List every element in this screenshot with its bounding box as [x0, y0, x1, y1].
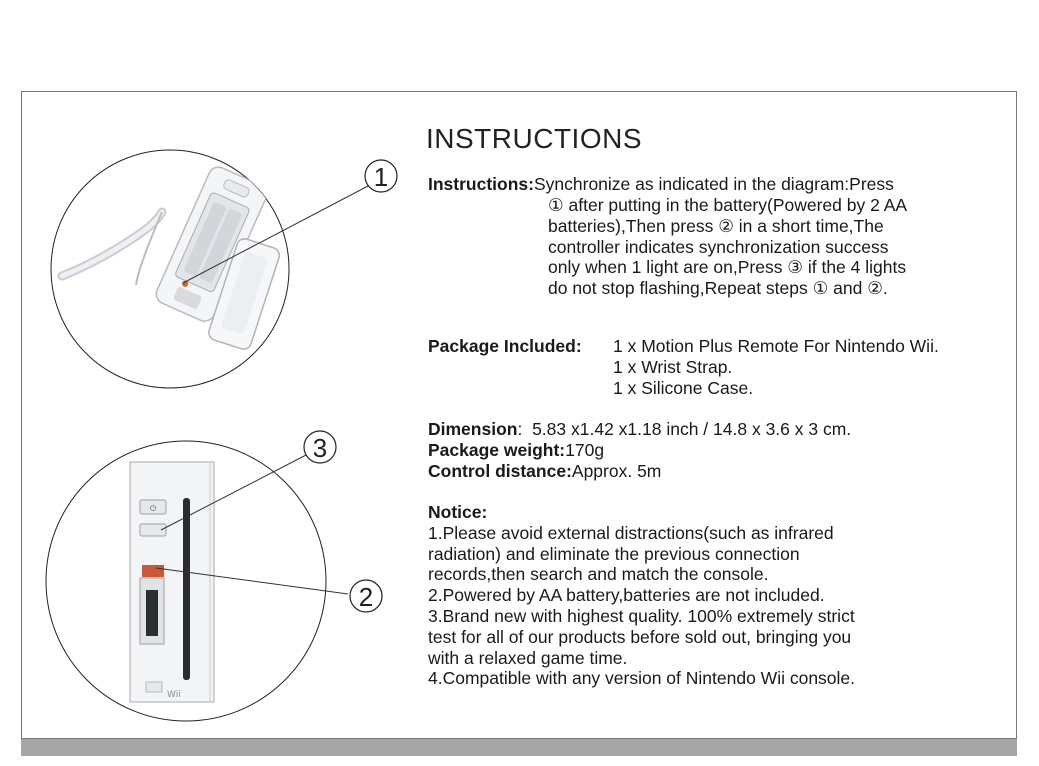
notice-label: Notice: — [428, 502, 488, 522]
notice-line: test for all of our products before sold… — [428, 626, 852, 647]
leader-line-1 — [182, 185, 369, 284]
instructions-first-line: Synchronize as indicated in the diagram:… — [533, 174, 894, 194]
callout-1-label: 1 — [374, 162, 388, 192]
instructions-line: do not stop flashing,Repeat steps ① and … — [548, 278, 888, 299]
dimension-value: 5.83 x1.42 x1.18 inch / 14.8 x 3.6 x 3 c… — [532, 419, 852, 439]
callout-3-label: 3 — [313, 433, 327, 463]
page-title: INSTRUCTIONS — [426, 123, 642, 154]
weight-value: 170g — [565, 439, 605, 460]
leader-line-2 — [155, 567, 349, 595]
remote-battery-illustration — [50, 149, 290, 389]
package-section: Package Included: — [428, 336, 582, 357]
callout-1: 1 — [364, 159, 398, 193]
package-label: Package Included: — [428, 336, 582, 356]
instructions-line: ① after putting in the battery(Powered b… — [548, 195, 908, 215]
distance-row: Control distance:Approx. 5m — [428, 461, 851, 482]
svg-text:⏻: ⏻ — [150, 504, 157, 513]
instructions-section: Instructions:Synchronize as indicated in… — [428, 174, 894, 195]
package-item: 1 x Motion Plus Remote For Nintendo Wii. — [613, 336, 939, 356]
instructions-continued: ① after putting in the battery(Powered b… — [548, 195, 907, 299]
notice-line: 2.Powered by AA battery,batteries are no… — [428, 585, 825, 606]
notice-line: 1.Please avoid external distractions(suc… — [428, 522, 834, 543]
wii-console-illustration: ⏻ Wii — [45, 440, 327, 722]
page-frame — [21, 91, 1017, 739]
notice-section: Notice: 1.Please avoid external distract… — [428, 502, 855, 689]
notice-line: 3.Brand new with highest quality. 100% e… — [428, 605, 855, 626]
instructions-line: batteries),Then press ② in a short time,… — [548, 215, 884, 236]
notice-line: with a relaxed game time. — [428, 647, 628, 668]
distance-label: Control distance: — [428, 460, 572, 481]
callout-2-label: 2 — [359, 582, 373, 612]
dimension-label: Dimension — [428, 419, 518, 439]
wii-logo: Wii — [167, 690, 181, 700]
package-items: 1 x Motion Plus Remote For Nintendo Wii.… — [613, 336, 939, 398]
bottom-bar — [21, 739, 1017, 756]
weight-row: Package weight:170g — [428, 440, 851, 461]
specs-section: Dimension: 5.83 x1.42 x1.18 inch / 14.8 … — [428, 419, 851, 481]
instructions-label: Instructions: — [428, 174, 534, 194]
package-item: 1 x Wrist Strap. — [613, 356, 733, 377]
package-item: 1 x Silicone Case. — [613, 377, 754, 398]
notice-line: radiation) and eliminate the previous co… — [428, 543, 800, 564]
leader-line-3 — [160, 454, 307, 531]
instructions-line: only when 1 light are on,Press ③ if the … — [548, 257, 907, 278]
instructions-line: controller indicates synchronization suc… — [548, 236, 889, 257]
dimension-separator: : — [517, 419, 523, 439]
weight-label: Package weight: — [428, 439, 566, 460]
dimension-row: Dimension: 5.83 x1.42 x1.18 inch / 14.8 … — [428, 419, 851, 440]
notice-line: records,then search and match the consol… — [428, 564, 769, 585]
distance-value: Approx. 5m — [571, 460, 662, 481]
callout-3: 3 — [303, 430, 337, 464]
notice-line: 4.Compatible with any version of Nintend… — [428, 668, 856, 689]
callout-2: 2 — [349, 579, 383, 613]
